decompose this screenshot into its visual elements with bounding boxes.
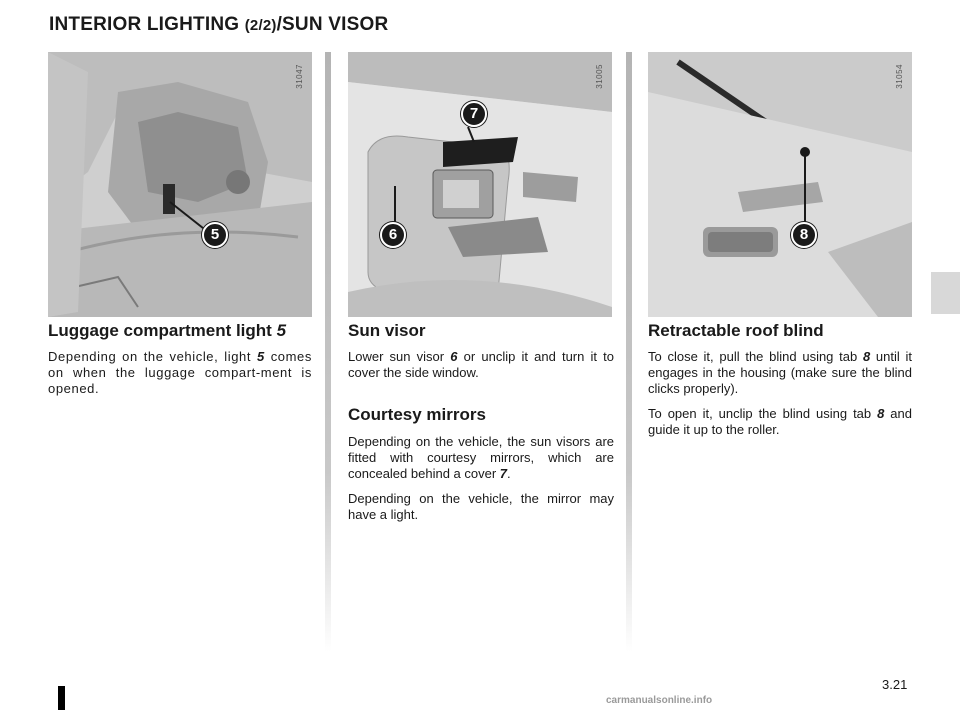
figure-luggage-compartment: 31047 5: [48, 52, 312, 317]
sun-visor-illustration: [348, 52, 612, 317]
figure-code: 31047: [295, 64, 304, 89]
callout-6: 6: [380, 222, 406, 248]
figure-code: 31054: [895, 64, 904, 89]
page-title: INTERIOR LIGHTING (2/2)/SUN VISOR: [49, 14, 389, 35]
sun-visor-text: Lower sun visor 6 or unclip it and turn …: [348, 349, 614, 380]
callout-8: 8: [791, 222, 817, 248]
figure-roof-blind: 31054 8: [648, 52, 912, 317]
roof-blind-illustration: [648, 52, 912, 317]
column-divider: [325, 52, 331, 652]
chapter-tab: [931, 272, 960, 314]
watermark: carmanualsonline.info: [606, 695, 713, 706]
luggage-light-heading: Luggage compartment light 5: [48, 321, 287, 340]
page-number: 3.21: [882, 677, 908, 692]
mirror-light-text: Depending on the vehicle, the mirror may…: [348, 491, 614, 522]
courtesy-mirrors-text: Depending on the vehicle, the sun visors…: [348, 434, 614, 481]
roof-blind-open-text: To open it, unclip the blind using tab 8…: [648, 406, 912, 437]
sun-visor-heading: Sun visor: [348, 321, 426, 340]
luggage-light-text: Depending on the vehicle, light 5 comes …: [48, 349, 312, 396]
roof-blind-heading: Retractable roof blind: [648, 321, 824, 340]
luggage-compartment-illustration: [48, 52, 312, 317]
courtesy-mirrors-heading: Courtesy mirrors: [348, 405, 486, 424]
corner-mark: [58, 686, 65, 710]
callout-7: 7: [461, 101, 487, 127]
figure-code: 31005: [595, 64, 604, 89]
figure-sun-visor: 31005 7 6: [348, 52, 612, 317]
callout-5: 5: [202, 222, 228, 248]
column-divider: [626, 52, 632, 652]
roof-blind-close-text: To close it, pull the blind using tab 8 …: [648, 349, 912, 396]
